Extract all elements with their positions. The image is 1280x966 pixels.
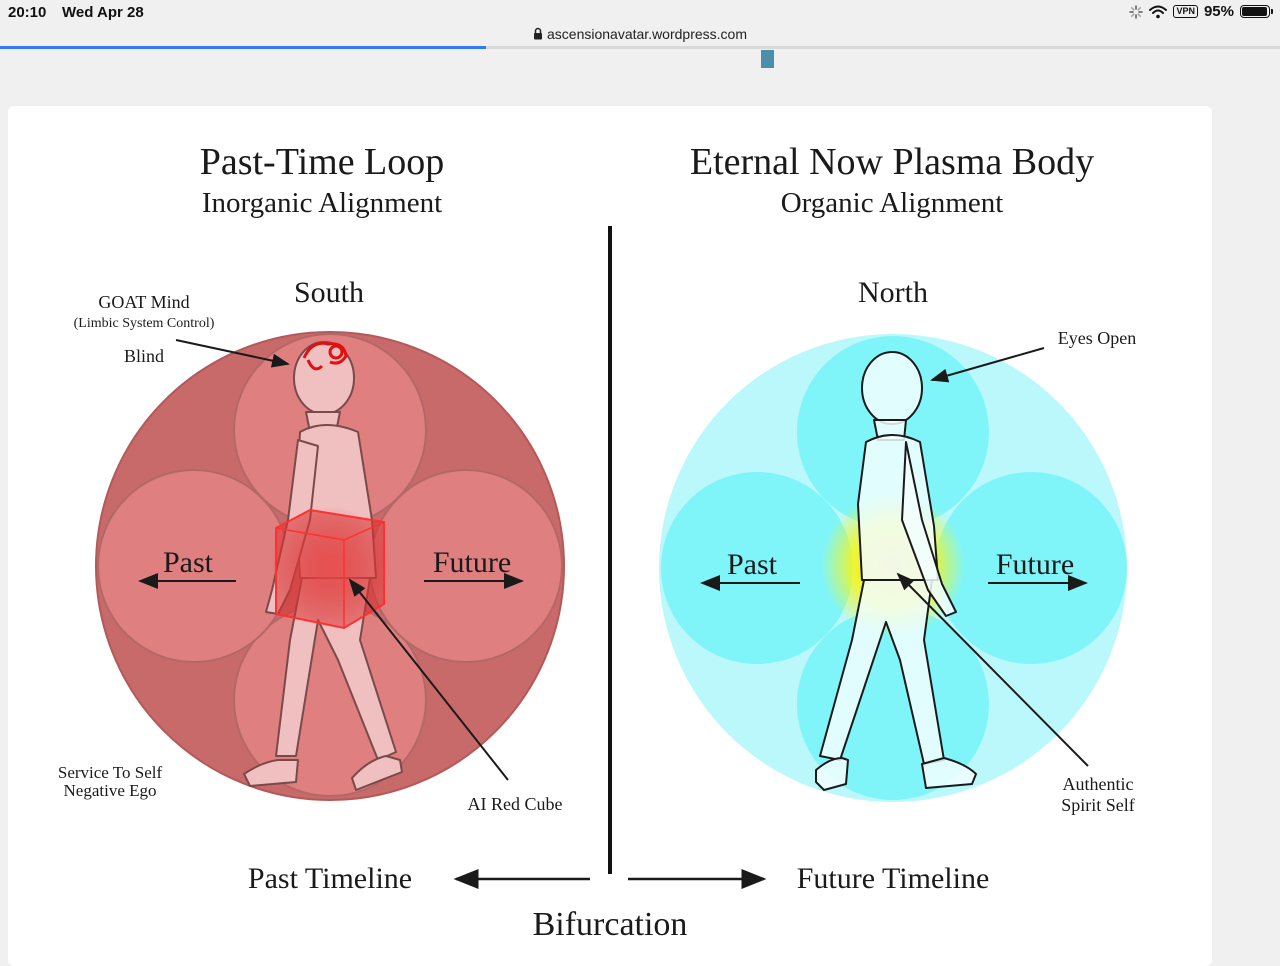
right-title: Eternal Now Plasma Body [690,141,1094,183]
right-past-label: Past [727,548,778,581]
limbic-label: (Limbic System Control) [74,316,215,331]
spirit-self-pointer [896,572,1089,767]
spirit-self-label: Spirit Self [1061,795,1135,815]
status-bar: 20:10 Wed Apr 28 VPN 95% [0,0,1280,24]
blind-label: Blind [124,346,164,366]
bifurcation-diagram: Past-Time Loop Inorganic Alignment Etern… [58,141,1136,943]
status-date: Wed Apr 28 [62,4,144,21]
south-label: South [294,276,364,309]
service-to-self-label: Service To Self [58,763,163,782]
right-future-label: Future [996,548,1074,581]
status-time: 20:10 [8,4,47,21]
left-title: Past-Time Loop [200,141,445,183]
goat-head-icon [302,341,348,371]
north-label: North [858,276,928,309]
left-past-label: Past [163,546,214,579]
eyes-open-pointer [930,347,1045,383]
url-text[interactable]: ascensionavatar.wordpress.com [533,26,747,42]
negative-ego-label: Negative Ego [64,781,157,800]
right-petal-left [661,472,853,664]
page-load-progress [0,46,1280,49]
vpn-badge: VPN [1173,5,1198,18]
wifi-icon [1149,5,1168,18]
lock-icon [534,27,542,40]
red-cube-pointer [348,578,509,781]
ai-red-cube-label: AI Red Cube [468,794,563,814]
right-subtitle: Organic Alignment [781,187,1004,219]
past-timeline-label: Past Timeline [248,862,412,895]
address-bar[interactable]: ascensionavatar.wordpress.com [0,24,1280,48]
left-subtitle: Inorganic Alignment [202,187,442,219]
status-indicators: VPN 95% [1129,3,1273,20]
authentic-label: Authentic [1063,774,1134,794]
scroll-marker [761,50,774,68]
right-walking-figure [815,351,977,791]
blind-pointer [175,339,290,368]
future-timeline-label: Future Timeline [797,862,990,895]
left-future-label: Future [433,546,511,579]
article-image-card: Past-Time Loop Inorganic Alignment Etern… [8,106,1212,966]
ai-red-cube [270,506,390,630]
url-label[interactable]: ascensionavatar.wordpress.com [547,26,747,42]
bifurcation-label: Bifurcation [533,906,688,943]
page-load-progress-fill [0,46,487,49]
eyes-open-label: Eyes Open [1058,328,1136,348]
battery-percent: 95% [1203,3,1234,20]
goat-mind-label: GOAT Mind [98,292,189,312]
loading-spinner-icon [1129,4,1144,19]
right-petal-right [935,472,1127,664]
battery-icon [1240,5,1273,18]
